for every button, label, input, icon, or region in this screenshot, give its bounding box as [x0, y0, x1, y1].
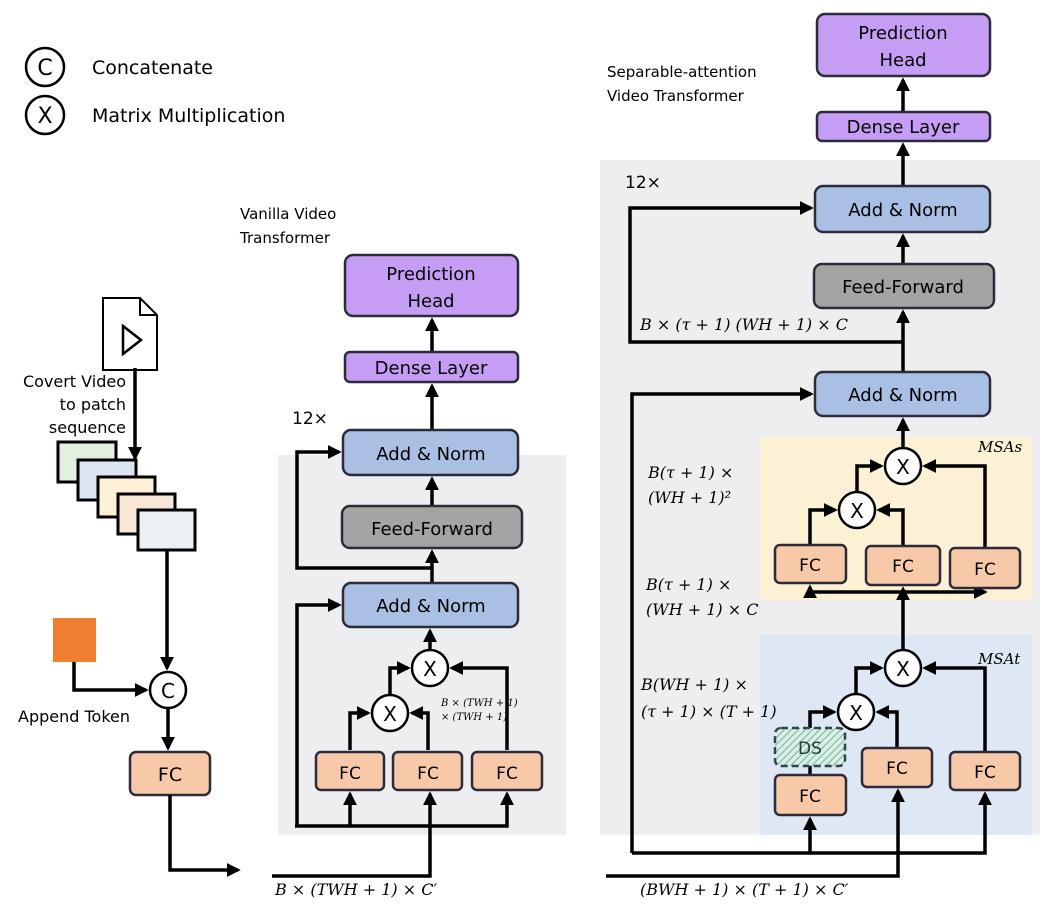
ds-label: DS — [798, 739, 822, 759]
temporal-attn-shape: B(WH + 1) × — [640, 675, 748, 694]
separable-dense-layer — [815, 110, 992, 143]
separable-input-shape: (BWH + 1) × (T + 1) × C′ — [640, 880, 849, 899]
vanilla-prediction-head — [343, 253, 520, 318]
convert-label-line: to patch — [60, 395, 126, 414]
separable-transformer: Separable-attention Video Transformer 12… — [606, 12, 1022, 899]
separable-title: Separable-attention — [607, 63, 757, 81]
attn-shape-label: B × (TWH + 1) — [440, 698, 518, 709]
temporal-fc-value — [948, 750, 1022, 792]
vanilla-fc-value — [470, 750, 544, 792]
legend: C Concatenate X Matrix Multiplication — [24, 46, 285, 136]
matmul-op-text: X — [849, 701, 863, 725]
vanilla-dense-layer — [343, 350, 520, 384]
fc-label: FC — [974, 560, 996, 580]
prediction-head-label: Head — [879, 50, 926, 71]
spatial-attn-shape: (WH + 1)² — [648, 488, 731, 507]
matmul-op — [883, 446, 923, 486]
prediction-head-label: Prediction — [386, 264, 475, 285]
matmul-op — [837, 490, 877, 530]
dense-layer-label: Dense Layer — [847, 117, 960, 138]
matmul-op — [370, 693, 410, 733]
concat-symbol-text: C — [37, 56, 52, 81]
matmul-symbol-text: X — [37, 104, 52, 129]
matmul-label: Matrix Multiplication — [92, 105, 285, 127]
spatial-attn-shape: B(τ + 1) × — [647, 463, 733, 482]
fc-label: FC — [974, 763, 996, 783]
separable-title: Video Transformer — [607, 87, 745, 105]
spatial-fc-value — [948, 546, 1022, 590]
concat-label: Concatenate — [92, 57, 213, 79]
separable-repeat: 12× — [625, 173, 661, 193]
feed-forward-label: Feed-Forward — [842, 277, 964, 298]
fc-label: FC — [799, 787, 821, 807]
video-file-icon — [102, 297, 158, 371]
input-fc-label: FC — [158, 764, 182, 786]
add-norm-label: Add & Norm — [376, 596, 485, 617]
msa-t-label: MSAt — [977, 650, 1021, 668]
ff-shape-label: B × (τ + 1) (WH + 1) × C — [639, 315, 848, 334]
vanilla-transformer: Vanilla Video Transformer 12× Prediction… — [239, 205, 544, 899]
matmul-op-text: X — [383, 702, 397, 726]
temporal-fc-query — [773, 773, 848, 817]
prediction-head-label: Prediction — [858, 23, 947, 44]
matmul-op-text: X — [850, 499, 864, 523]
matmul-op-text: X — [896, 657, 910, 681]
vanilla-repeat: 12× — [292, 409, 328, 429]
msa-t-text: MSAt — [977, 650, 1021, 668]
fc-label: FC — [799, 556, 821, 576]
fc-label: FC — [892, 557, 914, 577]
fc-label: FC — [886, 759, 908, 779]
fc-label: FC — [417, 764, 439, 784]
matmul-op — [836, 692, 876, 732]
attn-shape-label: × (TWH + 1) — [441, 712, 507, 723]
temporal-attn-shape: (τ + 1) × (T + 1) — [641, 702, 777, 721]
matmul-symbol — [24, 94, 66, 136]
vanilla-feed-forward — [340, 504, 524, 550]
prediction-head-label: Head — [407, 291, 454, 312]
matmul-op-text: X — [423, 657, 437, 681]
add-norm-label: Add & Norm — [848, 200, 957, 221]
matmul-op-text: X — [896, 455, 910, 479]
separable-add-norm-top — [813, 184, 992, 234]
downsample-box — [773, 726, 847, 768]
concat-op-text: C — [161, 679, 175, 703]
separable-add-norm-bottom — [813, 370, 992, 418]
temporal-fc-key — [860, 746, 934, 789]
convert-label-line: sequence — [49, 418, 126, 437]
fc-label: FC — [339, 764, 361, 784]
add-norm-label: Add & Norm — [376, 444, 485, 465]
separable-prediction-head — [815, 12, 992, 78]
append-token-label: Append Token — [18, 707, 130, 726]
vanilla-add-norm-bottom — [341, 581, 520, 629]
spatial-in-shape: (WH + 1) × C — [646, 600, 758, 619]
matmul-op — [883, 648, 923, 688]
convert-label-line: Covert Video — [23, 372, 126, 391]
vanilla-input-shape: B × (TWH + 1) × C′ — [274, 880, 437, 899]
input-section: Covert Video to patch sequence C Append … — [18, 297, 241, 877]
spatial-fc-key — [864, 544, 942, 587]
vanilla-title: Transformer — [239, 229, 331, 247]
separable-feed-forward — [812, 262, 996, 310]
matmul-op — [410, 648, 450, 688]
vanilla-add-norm-top — [341, 428, 520, 477]
spatial-fc-query — [773, 543, 848, 585]
dense-layer-label: Dense Layer — [375, 358, 488, 379]
fc-label: FC — [496, 764, 518, 784]
concat-symbol — [24, 46, 66, 88]
class-token — [53, 618, 96, 662]
patch — [136, 508, 197, 552]
msa-s-text: MSAs — [977, 438, 1022, 456]
msa-s-label: MSAs — [977, 438, 1022, 456]
spatial-in-shape: B(τ + 1) × — [645, 575, 731, 594]
vanilla-title: Vanilla Video — [240, 205, 336, 223]
vanilla-fc-key — [391, 750, 464, 792]
add-norm-label: Add & Norm — [848, 385, 957, 406]
vanilla-fc-query — [314, 750, 386, 792]
feed-forward-label: Feed-Forward — [371, 519, 493, 540]
